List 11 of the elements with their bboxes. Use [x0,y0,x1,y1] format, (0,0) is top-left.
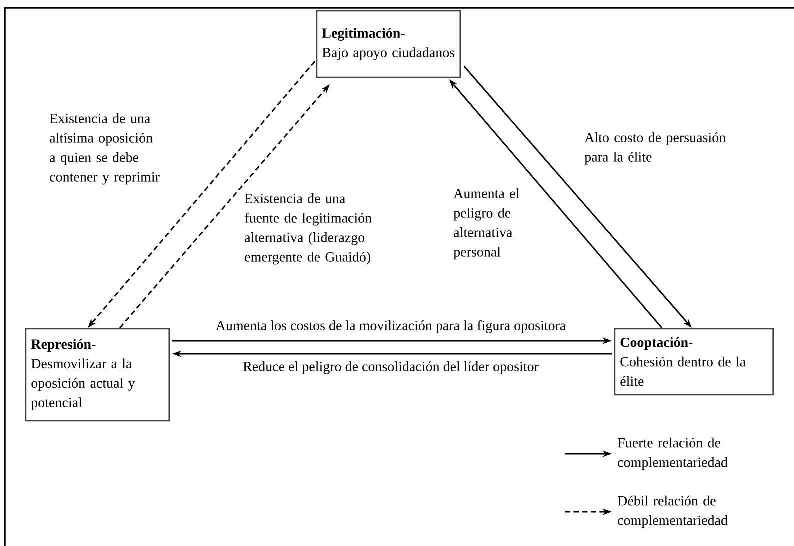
edge-label: Reduce el peligro de consolidación del líder opositor [243,362,539,374]
concept-box: Represión- Desmovilizar a la oposición actual y potencial [25,328,170,422]
edge-label: Aumenta el peligro de alternativa personal [454,188,520,260]
edge-label: Existencia de una fuente de legitimación alternativa (liderazgo emergente de Guaidó) [245,194,372,265]
edge-label: Existencia de una altísima oposición a quien se debe contener y reprimir [50,114,160,185]
concept-box: Legitimación- Bajo apoyo ciudadanos [316,10,462,79]
legend-text: Débil relación de complementariedad [618,496,728,528]
concept-box: Cooptación- Cohesión dentro de la élite [614,328,774,396]
edge-label: Aumenta los costos de la movilización para la figura opositora [216,320,566,334]
legend-text: Fuerte relación de complementariedad [618,438,728,470]
edge-label: Alto costo de persuasión para la élite [584,132,726,165]
